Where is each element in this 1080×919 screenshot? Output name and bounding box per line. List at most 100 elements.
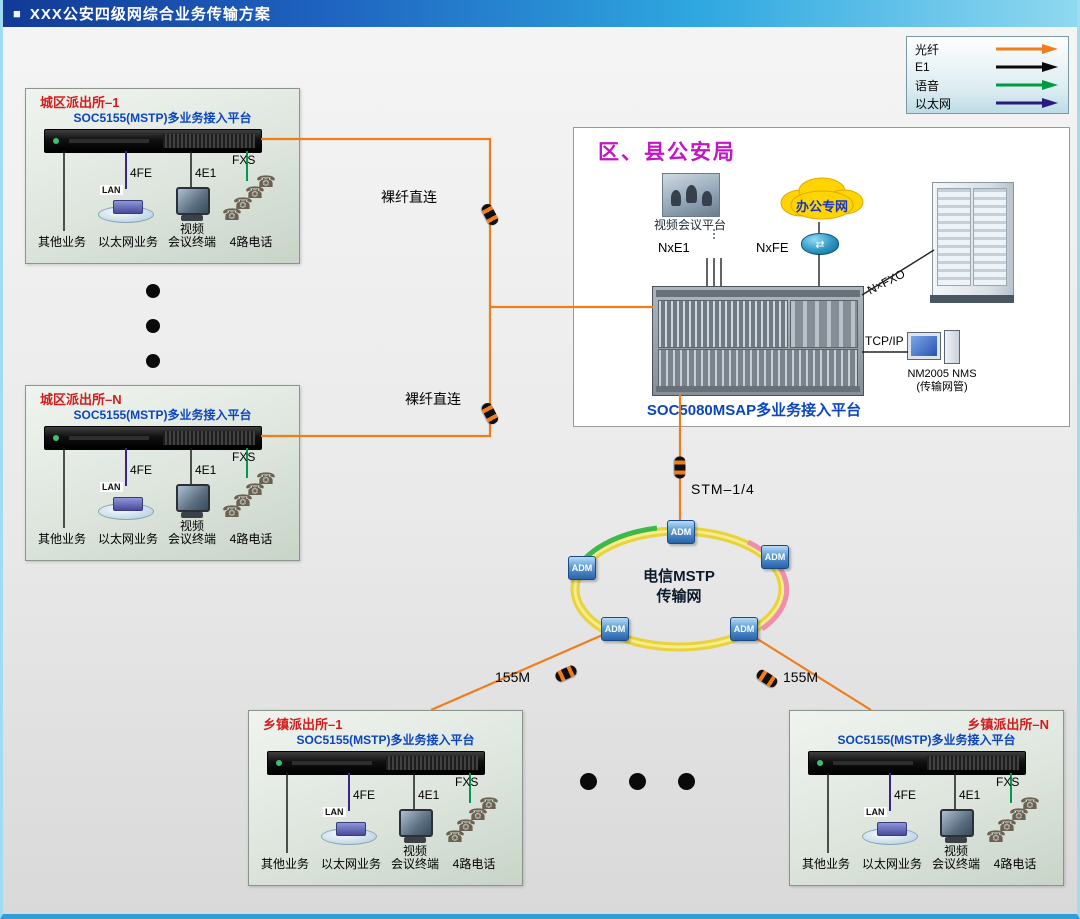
tv-screen (940, 809, 974, 837)
device-vents (163, 134, 255, 148)
chassis-top-strip (656, 290, 860, 297)
device-strip (292, 761, 372, 765)
device-vents (163, 431, 255, 445)
service-lines (827, 773, 1012, 853)
service-label-video-line2: 会议终端 (167, 235, 216, 249)
service-label-ethernet: 以太网业务 (861, 857, 922, 871)
service-label-ethernet: 以太网业务 (97, 532, 158, 546)
device-led (53, 138, 59, 144)
port-label-fxs: FXS (996, 775, 1020, 789)
site-title: 城区派出所–1 (40, 95, 120, 110)
ring-label-line1: 电信MSTP (643, 568, 715, 585)
service-label-video: 视频会议终端 (164, 223, 220, 249)
adm-node-bottom-left: ADM (601, 617, 629, 641)
port-label-4e1: 4E1 (195, 463, 217, 477)
service-label-video: 视频会议终端 (387, 845, 443, 871)
service-lines (286, 773, 471, 853)
bare-fiber-label-1: 裸纤直连 (381, 189, 437, 205)
device-led (276, 760, 282, 766)
soc5080-chassis-icon (652, 286, 864, 396)
service-label-ethernet: 以太网业务 (97, 235, 158, 249)
lan-hub-icon: LAN (862, 807, 918, 845)
nxfxo-line (861, 249, 935, 296)
legend: 光纤 E1 语音 以太网 (906, 36, 1069, 114)
phones-icon: ☎☎☎☎ (222, 174, 276, 224)
soc5155-device (808, 751, 1026, 775)
router-icon: ⇄ (801, 233, 839, 255)
lan-hub-icon: LAN (98, 482, 154, 520)
fiber-arrow-icon (996, 44, 1058, 54)
site-platform-name: SOC5155(MSTP)多业务接入平台 (837, 733, 1016, 747)
nms-computer-icon (907, 330, 963, 366)
phones-icon: ☎☎☎☎ (222, 471, 276, 521)
tv-screen (176, 187, 210, 215)
cabinet-base (930, 295, 1014, 303)
port-label-4fe: 4FE (130, 463, 153, 477)
pbx-cabinet-icon (930, 182, 1014, 303)
hub-device (113, 497, 143, 511)
chassis-card-row-1 (658, 300, 788, 348)
soc5155-device (44, 129, 262, 153)
service-label-other: 其他业务 (37, 532, 86, 546)
service-label-video: 视频会议终端 (164, 520, 220, 546)
service-label-other: 其他业务 (37, 235, 86, 249)
service-label-video: 视频会议终端 (928, 845, 984, 871)
lan-hub-icon: LAN (321, 807, 377, 845)
nms-label-line1: NM2005 NMS (907, 368, 977, 380)
service-label-ethernet: 以太网业务 (320, 857, 381, 871)
title-bar: ■ XXX公安四级网综合业务传输方案 (3, 0, 1077, 27)
video-terminal-icon (937, 809, 975, 845)
port-label-4fe: 4FE (353, 788, 376, 802)
ethernet-arrow-icon (996, 98, 1058, 108)
port-label-fxs: FXS (455, 775, 479, 789)
service-label-video-line1: 视频 (943, 844, 968, 858)
cabinet-door-left (937, 188, 971, 286)
office-network-label: 办公专网 (795, 199, 848, 214)
service-label-phones: 4路电话 (229, 235, 273, 249)
hub-device (336, 822, 366, 836)
adm-node-left: ADM (568, 556, 596, 580)
tv-screen (399, 809, 433, 837)
cabinet-door-right (973, 188, 1007, 286)
monitor (907, 332, 941, 360)
rate-label-left: 155M (495, 669, 531, 685)
service-label-video-line2: 会议终端 (390, 857, 439, 871)
site-platform-name: SOC5155(MSTP)多业务接入平台 (73, 111, 252, 125)
legend-label-fiber: 光纤 (915, 42, 940, 57)
site-title: 城区派出所–N (40, 392, 122, 407)
site-box-city-1: 城区派出所–1 SOC5155(MSTP)多业务接入平台 4FE 4E1 FXS… (25, 88, 300, 264)
chassis-bottom-strip (656, 386, 860, 392)
fiber-connector-icon (674, 456, 686, 479)
adm-node-top: ADM (667, 520, 695, 544)
legend-row-ethernet: 以太网 (907, 94, 1068, 112)
fiber-connector-icon (479, 202, 501, 227)
site-title: 乡镇派出所–1 (263, 717, 343, 732)
video-platform-label: 视频会议平台 (653, 218, 726, 232)
fiber-connector-icon (553, 663, 579, 684)
adm-node-right: ADM (761, 545, 789, 569)
site-box-town-1: 乡镇派出所–1 SOC5155(MSTP)多业务接入平台 4FE 4E1 FXS… (248, 710, 523, 886)
tv-base (945, 837, 967, 843)
tv-base (404, 837, 426, 843)
chassis-card-row-2 (658, 349, 858, 387)
nxe1-label: NxE1 (658, 240, 690, 255)
video-terminal-icon (396, 809, 434, 845)
service-label-video-line2: 会议终端 (167, 532, 216, 546)
service-lines (63, 151, 248, 231)
port-label-4fe: 4FE (894, 788, 917, 802)
bare-fiber-label-2: 裸纤直连 (405, 391, 461, 407)
site-box-town-n: 乡镇派出所–N SOC5155(MSTP)多业务接入平台 4FE 4E1 FXS… (789, 710, 1064, 886)
nxfe-label: NxFE (756, 240, 789, 255)
port-label-4e1: 4E1 (418, 788, 440, 802)
service-lines (63, 448, 248, 528)
service-label-phones: 4路电话 (993, 857, 1037, 871)
service-label-video-line2: 会议终端 (931, 857, 980, 871)
device-strip (833, 761, 913, 765)
device-led (53, 435, 59, 441)
voice-arrow-icon (996, 80, 1058, 90)
soc5155-device (267, 751, 485, 775)
nms-label: NM2005 NMS(传输网管) (892, 368, 992, 394)
port-label-4e1: 4E1 (959, 788, 981, 802)
